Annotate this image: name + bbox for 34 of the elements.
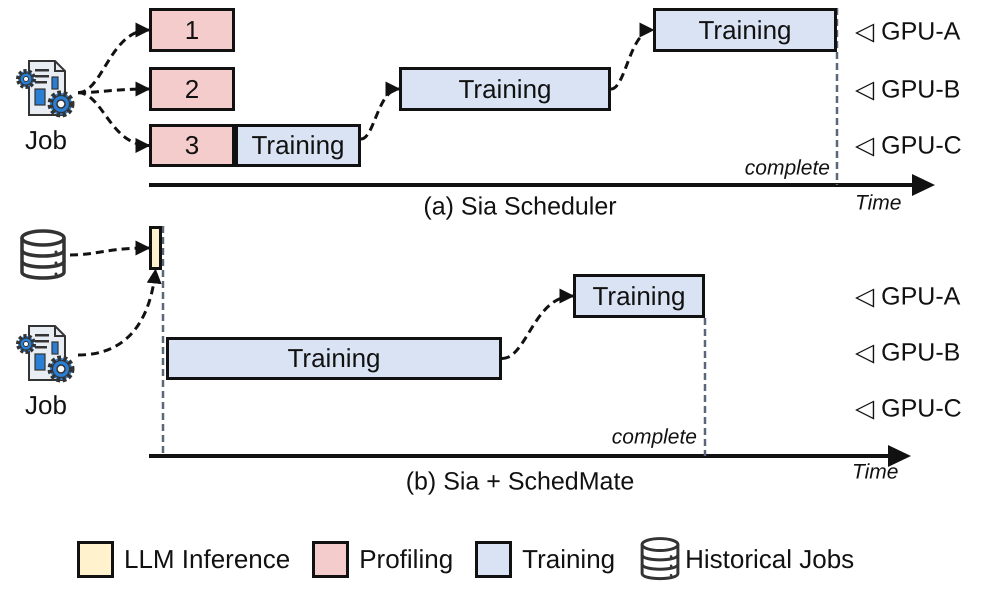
axis-note: complete: [744, 158, 830, 178]
node-label: Job: [25, 127, 67, 153]
training-box: Training: [653, 8, 837, 52]
profiling-box: 1: [149, 8, 235, 52]
dashed-arrow: [70, 240, 150, 256]
dashed-arrow: [610, 26, 654, 90]
training-box: Training: [235, 124, 361, 167]
training-box: Training: [399, 67, 611, 111]
label: ◁ GPU-B: [855, 78, 960, 102]
label: ◁ GPU-A: [855, 284, 960, 310]
dashed-arrow: [360, 84, 400, 140]
legend-label: Profiling: [359, 544, 454, 574]
label: ◁ GPU-C: [855, 134, 962, 158]
dashed-arrow: [78, 268, 162, 356]
legend-label: LLM Inference: [124, 544, 290, 574]
profiling-box: 3: [149, 124, 235, 167]
training-box: Training: [166, 337, 502, 380]
node-label: Job: [25, 392, 67, 418]
legend-label: Training: [522, 544, 616, 574]
axis-note: complete: [612, 426, 697, 448]
dashed-arrow: [78, 82, 150, 97]
training-box: Training: [573, 274, 705, 318]
axis-note: Time: [852, 462, 898, 482]
label: (b) Sia + SchedMate: [406, 470, 634, 494]
label: ◁ GPU-A: [855, 20, 960, 44]
label: (a) Sia Scheduler: [423, 194, 617, 220]
label: ◁ GPU-C: [855, 396, 962, 422]
inference-bar: [149, 226, 162, 270]
profiling-box: 2: [149, 67, 235, 111]
dashed-arrow: [502, 290, 574, 360]
legend-label: Historical Jobs: [685, 544, 854, 574]
axis-note: Time: [855, 192, 902, 214]
dashed-arrow: [78, 91, 150, 152]
label: ◁ GPU-B: [855, 340, 960, 366]
